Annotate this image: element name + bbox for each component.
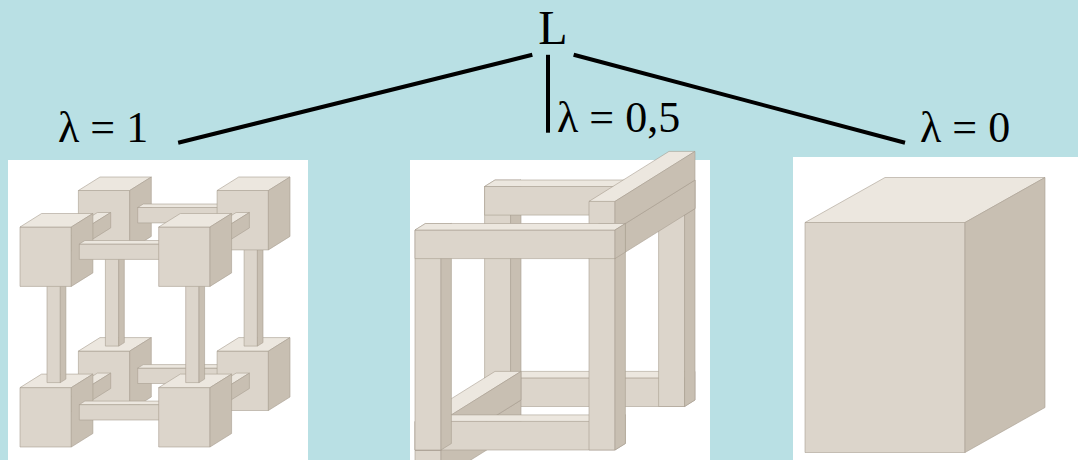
cube-part xyxy=(268,177,290,250)
frame-cube xyxy=(415,151,695,460)
cube-part xyxy=(210,214,232,287)
cube-part xyxy=(615,224,625,451)
tree-branch xyxy=(546,55,550,133)
parameter-node: L xyxy=(532,2,573,55)
cube-part xyxy=(79,241,172,245)
cube-part xyxy=(105,245,118,346)
cube-part xyxy=(965,178,1045,453)
tree-branch xyxy=(178,55,532,143)
cube-part xyxy=(199,278,205,383)
node-label: λ = 0,5 xyxy=(557,94,680,142)
cube-part xyxy=(60,278,66,383)
lambda-node: λ = 0 xyxy=(905,104,1010,152)
cube-part xyxy=(257,241,263,346)
cube-part xyxy=(79,405,166,420)
node-label: λ = 1 xyxy=(58,104,148,152)
lambda-node: λ = 1 xyxy=(58,104,178,152)
cube-part xyxy=(79,401,172,405)
image-panel xyxy=(410,160,710,460)
solid-cube xyxy=(805,178,1045,453)
cube-part xyxy=(615,224,625,259)
cube-part xyxy=(415,450,441,460)
cube-part xyxy=(79,244,166,259)
lambda-node: λ = 0,5 xyxy=(548,94,680,142)
cube-part xyxy=(268,338,290,411)
cube-part xyxy=(415,224,625,231)
cube-part xyxy=(159,227,210,286)
cube-part xyxy=(138,365,231,369)
cube-part xyxy=(20,227,71,286)
cube-part xyxy=(159,388,210,447)
cube-part xyxy=(138,204,231,208)
image-panel xyxy=(793,157,1078,460)
cube-part xyxy=(47,281,60,382)
node-label: λ = 0 xyxy=(920,104,1010,152)
skeleton-cube xyxy=(20,177,290,447)
cube-part xyxy=(615,151,695,230)
node-label: L xyxy=(538,2,567,55)
cube-part xyxy=(589,230,615,450)
cube-part xyxy=(805,223,965,453)
cube-part xyxy=(415,230,615,259)
cube-part xyxy=(20,388,71,447)
cube-part xyxy=(415,230,441,450)
cube-part xyxy=(186,281,199,382)
image-panel xyxy=(8,160,308,460)
cube-part xyxy=(244,245,257,346)
cube-part xyxy=(210,374,232,447)
